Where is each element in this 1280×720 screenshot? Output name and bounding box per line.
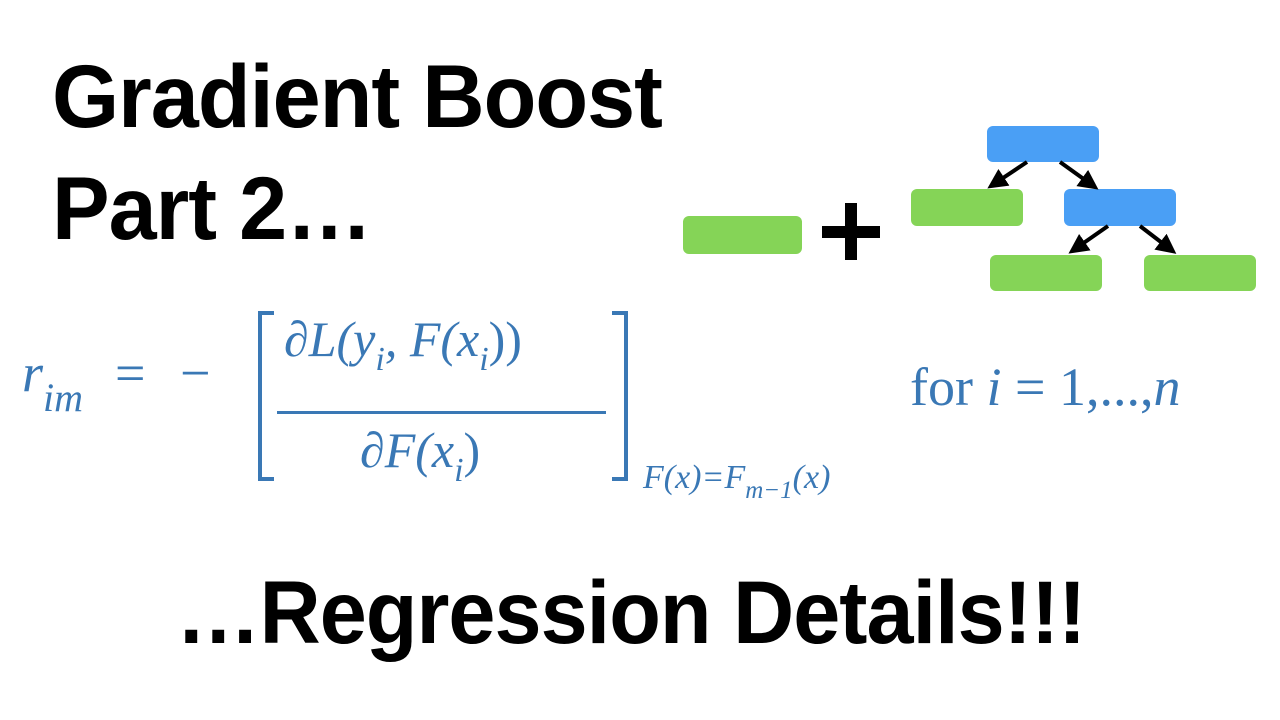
left-bracket — [258, 311, 274, 481]
tree-bottom-right-leaf — [1144, 255, 1256, 291]
tree-left-leaf — [911, 189, 1023, 226]
tree-root-node — [987, 126, 1099, 162]
subtitle: …Regression Details!!! — [176, 562, 1086, 662]
tree-bottom-left-leaf — [990, 255, 1102, 291]
minus-sign: − — [180, 343, 211, 403]
for-range: for i = 1,...,n — [910, 357, 1181, 417]
arrow-icon — [987, 160, 1177, 254]
fraction-denominator: ∂F(xi) — [360, 422, 481, 489]
right-bracket — [612, 311, 628, 481]
fraction-numerator: ∂L(yi, F(xi)) — [284, 311, 522, 378]
title-line-2: Part 2… — [52, 158, 372, 258]
residual-lhs: rim — [22, 343, 84, 420]
fraction-bar — [277, 411, 606, 414]
title-line-1: Gradient Boost — [52, 46, 663, 146]
evaluation-subscript: F(x)=Fm−1(x) — [643, 459, 831, 504]
plus-icon — [822, 203, 880, 260]
initial-leaf-box — [683, 216, 802, 254]
equals-sign: = — [115, 343, 146, 403]
tree-right-node — [1064, 189, 1176, 226]
